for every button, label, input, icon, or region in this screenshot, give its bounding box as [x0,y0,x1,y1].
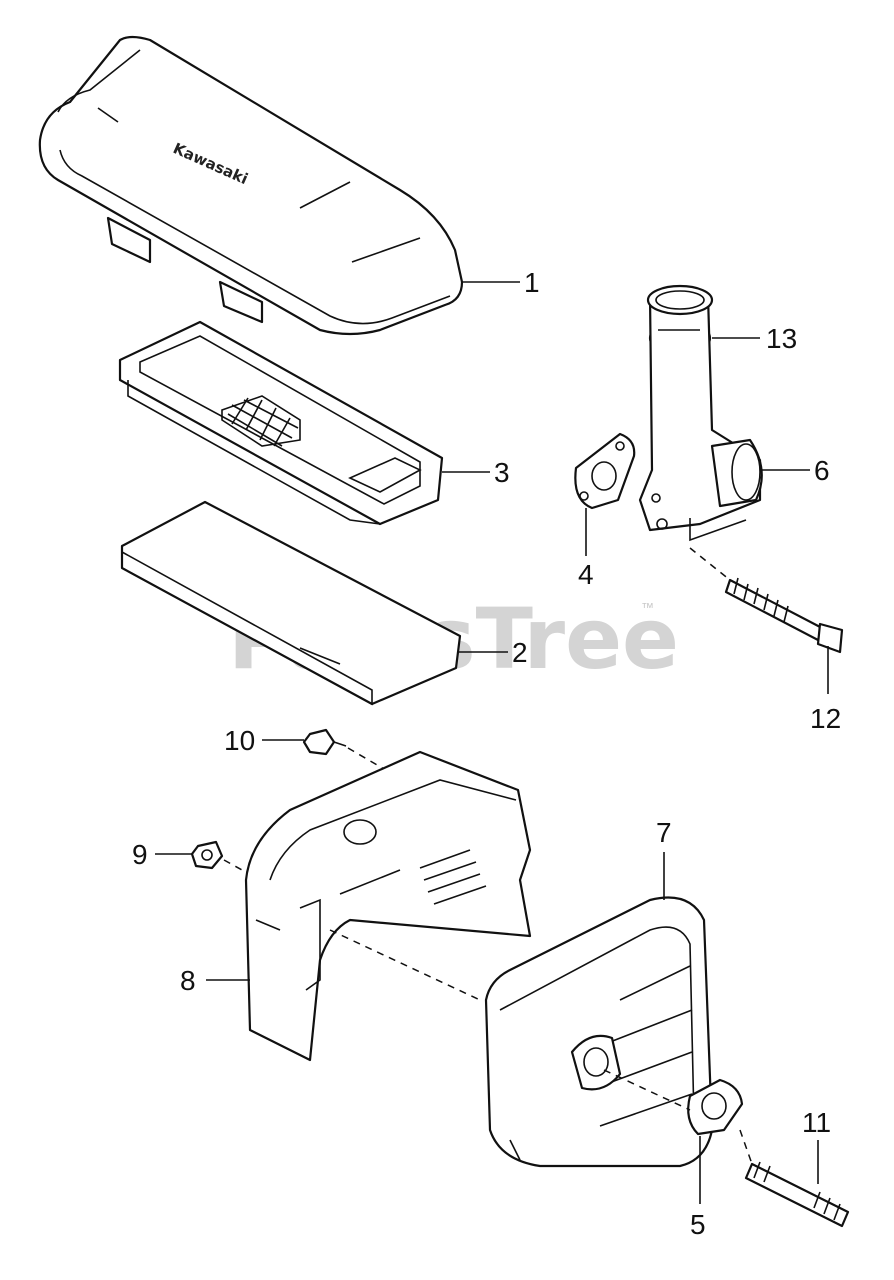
callout-9[interactable]: 9 [132,839,148,870]
callout-6[interactable]: 6 [814,455,830,486]
callout-8[interactable]: 8 [180,965,196,996]
gasket-alignment-line [603,1069,691,1111]
part-pre-cleaner[interactable] [120,500,462,706]
callout-12[interactable]: 12 [810,703,841,734]
part-stud[interactable] [744,1161,850,1228]
part-cover-bolt[interactable] [302,728,347,756]
callout-1[interactable]: 1 [524,267,540,298]
bolt-alignment-line [689,547,731,581]
part-air-cleaner-cover[interactable]: Kawasaki [38,35,464,336]
nut-alignment-line [223,859,261,881]
part-muffler[interactable] [484,896,714,1168]
callouts: 1 13 3 6 4 2 12 10 9 7 8 11 5 [132,267,841,1240]
part-muffler-cover[interactable] [244,750,532,1062]
callout-2[interactable]: 2 [512,637,528,668]
part-air-filter-element[interactable] [118,320,444,526]
part-gasket[interactable] [574,432,636,510]
callout-7[interactable]: 7 [656,817,672,848]
callout-10[interactable]: 10 [224,725,255,756]
part-bolt-intake[interactable] [724,577,844,654]
watermark-trademark: ™ [641,600,654,615]
callout-4[interactable]: 4 [578,559,594,590]
leader-lines [155,281,829,1204]
part-muffler-gasket[interactable] [687,1078,744,1136]
part-nut[interactable] [190,840,224,870]
callout-3[interactable]: 3 [494,457,510,488]
muffler-cover-alignment-line [329,929,481,1001]
callout-5[interactable]: 5 [690,1209,706,1240]
callout-11[interactable]: 11 [802,1107,831,1138]
stud-alignment-line [739,1129,753,1165]
part-intake-elbow[interactable] [638,284,763,542]
callout-13[interactable]: 13 [766,323,797,354]
